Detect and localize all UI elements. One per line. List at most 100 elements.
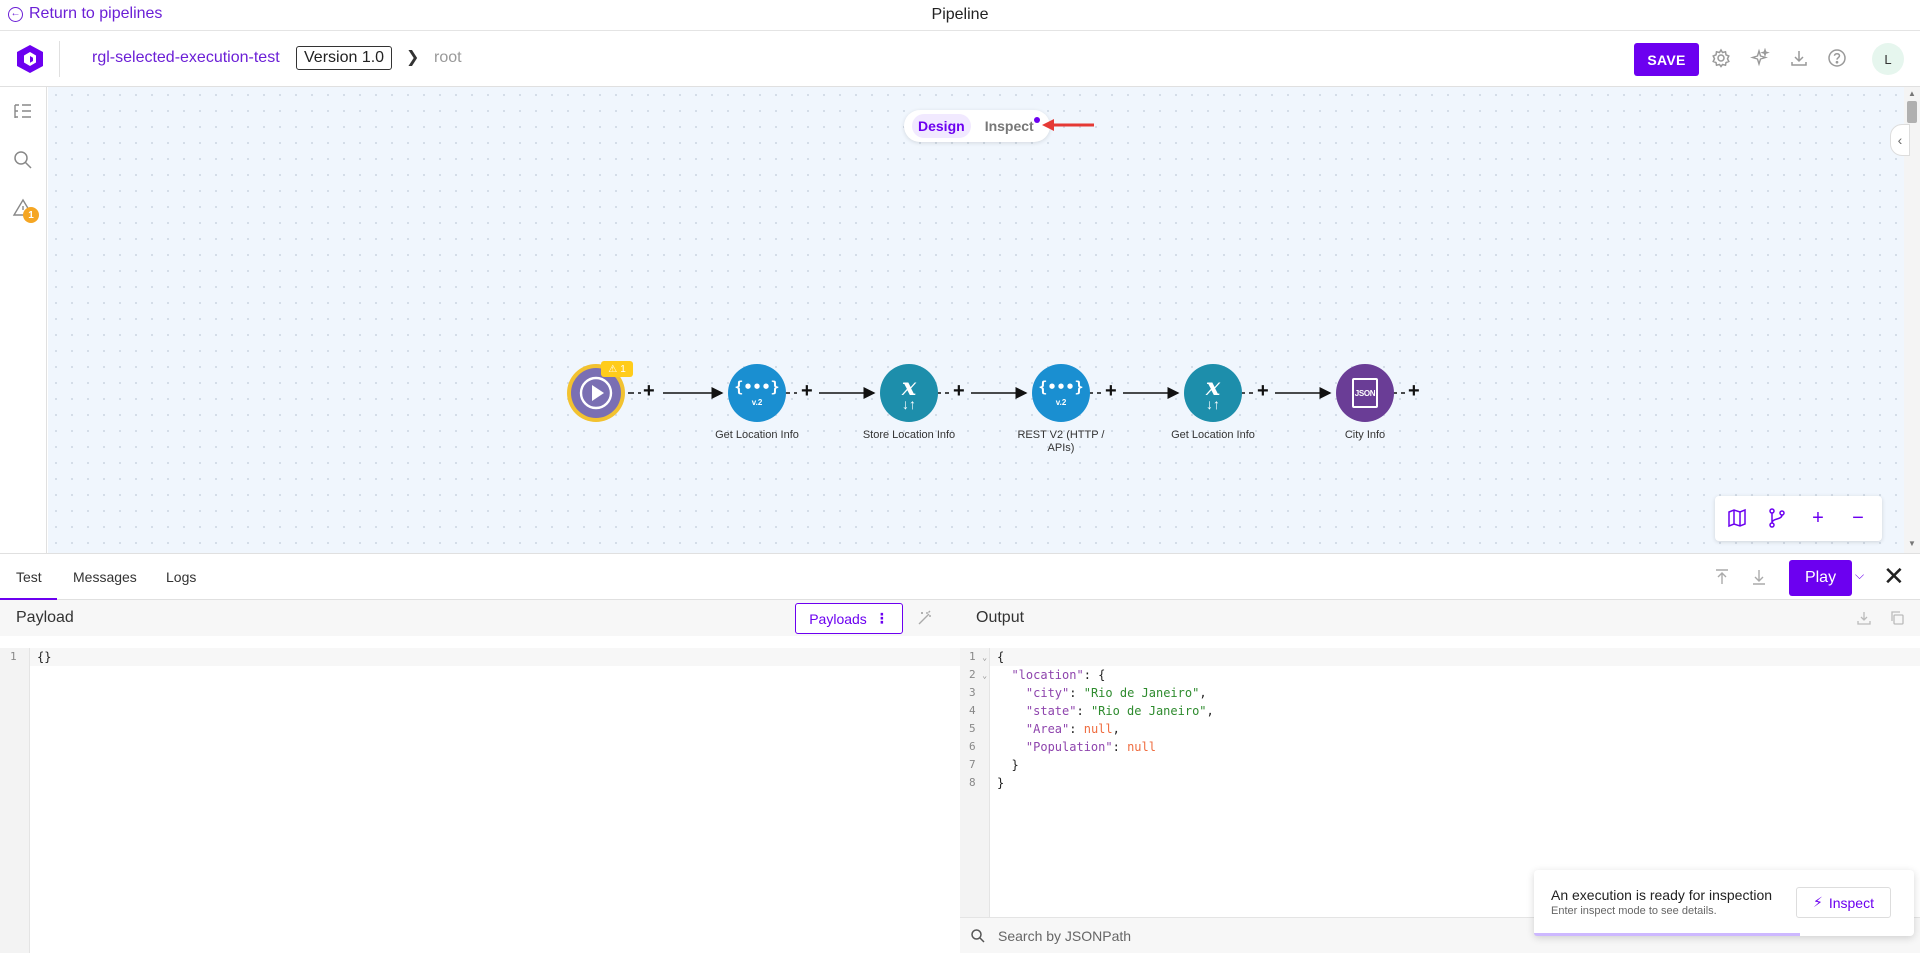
save-button[interactable]: SAVE <box>1634 43 1699 76</box>
inspect-button[interactable]: ⚡ Inspect <box>1796 887 1891 918</box>
line-number: 3 <box>969 686 976 699</box>
pipeline-name[interactable]: rgl-selected-execution-test <box>92 49 280 66</box>
step-node-get-location-info[interactable]: {•••} v.2 <box>728 364 786 422</box>
add-step-button[interactable]: + <box>1257 380 1269 402</box>
toast-title: An execution is ready for inspection <box>1551 887 1773 903</box>
step-node-get-location-info-2[interactable]: x ↓↑ <box>1184 364 1242 422</box>
zoom-in-icon[interactable]: + <box>1812 506 1824 529</box>
copy-icon[interactable] <box>1889 610 1905 626</box>
scrollbar-thumb[interactable] <box>1907 101 1917 123</box>
node-label: Get Location Info <box>715 429 799 441</box>
payloads-label: Payloads <box>809 610 867 627</box>
output-title: Output <box>976 609 1025 626</box>
tree-list-icon[interactable] <box>12 101 34 123</box>
help-icon[interactable] <box>1827 48 1847 68</box>
header-divider <box>59 41 60 77</box>
toast-progress-bar <box>1534 933 1800 936</box>
app-logo-icon[interactable] <box>16 44 44 74</box>
add-step-button[interactable]: + <box>1408 380 1420 402</box>
scroll-down-icon[interactable]: ▼ <box>1908 539 1916 548</box>
tab-test[interactable]: Test <box>16 569 42 585</box>
code-line: "state": "Rio de Janeiro", <box>1025 704 1214 718</box>
line-number: 6 <box>969 740 976 753</box>
chevron-left-icon[interactable]: ‹ <box>1890 124 1910 156</box>
lightning-icon: ⚡ <box>1813 894 1823 910</box>
play-button[interactable]: Play <box>1789 560 1852 596</box>
trigger-warning-badge: ⚠ 1 <box>601 361 633 377</box>
add-step-button[interactable]: + <box>953 380 965 402</box>
close-icon[interactable]: ✕ <box>1883 561 1905 591</box>
inspect-mode-tab[interactable]: Inspect <box>979 114 1040 138</box>
add-step-button[interactable]: + <box>643 380 655 402</box>
payload-code: {} <box>37 650 52 664</box>
inspection-toast: An execution is ready for inspection Ent… <box>1534 870 1914 936</box>
branch-icon[interactable] <box>1766 507 1788 529</box>
breadcrumb-root[interactable]: root <box>434 49 462 66</box>
output-gutter: 1 ⌄ 2 ⌄ 3 4 5 6 7 8 <box>960 648 990 917</box>
pipeline-canvas[interactable] <box>48 87 1904 553</box>
node-label: Get Location Info <box>1171 429 1255 441</box>
variable-icon: x ↓↑ <box>1205 372 1221 412</box>
variable-icon: x ↓↑ <box>901 372 917 412</box>
trigger-warning-count: 1 <box>620 363 626 375</box>
step-node-store-location-info[interactable]: x ↓↑ <box>880 364 938 422</box>
code-line: { <box>997 650 1005 664</box>
canvas-scrollbar[interactable]: ▲ ▼ <box>1904 87 1920 553</box>
payload-editor[interactable]: 1 {} <box>0 648 960 953</box>
magic-wand-icon[interactable] <box>916 609 934 627</box>
map-icon[interactable] <box>1726 507 1748 529</box>
add-step-button[interactable]: + <box>801 380 813 402</box>
tab-messages[interactable]: Messages <box>73 569 137 585</box>
avatar[interactable]: L <box>1872 43 1904 75</box>
jsonpath-search-input[interactable]: Search by JSONPath <box>998 928 1132 944</box>
json-file-icon: JSON <box>1352 378 1378 408</box>
tab-logs[interactable]: Logs <box>166 569 197 585</box>
line-number: 8 <box>969 776 976 789</box>
trigger-node[interactable] <box>567 364 625 422</box>
payload-header: Payload Payloads ⋮ <box>0 600 960 636</box>
gear-icon[interactable] <box>1711 48 1731 68</box>
code-line: } <box>997 758 1019 772</box>
active-line-highlight <box>990 648 1920 666</box>
inspect-button-label: Inspect <box>1828 894 1874 911</box>
inspect-mode-label: Inspect <box>984 118 1034 134</box>
warning-count-badge: 1 <box>23 207 39 223</box>
payloads-button[interactable]: Payloads ⋮ <box>795 603 903 634</box>
download-icon[interactable] <box>1789 48 1809 68</box>
line-number: 1 <box>10 650 17 663</box>
return-label: Return to pipelines <box>29 5 163 22</box>
design-mode-tab[interactable]: Design <box>912 114 971 138</box>
step-node-city-info[interactable]: JSON <box>1336 364 1394 422</box>
active-tab-indicator <box>0 598 57 601</box>
download-icon[interactable] <box>1856 610 1872 626</box>
code-line: "Population": null <box>1025 740 1156 754</box>
zoom-out-icon[interactable]: − <box>1852 506 1864 529</box>
page-title: Pipeline <box>931 6 989 23</box>
sparkle-icon[interactable] <box>1750 48 1770 68</box>
search-icon <box>971 929 985 943</box>
chevron-down-icon[interactable]: ⌵ <box>1855 568 1865 582</box>
play-circle-icon <box>579 376 613 410</box>
add-step-button[interactable]: + <box>1105 380 1117 402</box>
search-icon[interactable] <box>12 149 34 171</box>
json-v2-icon: {•••} v.2 <box>1038 377 1084 407</box>
move-to-bottom-icon[interactable] <box>1750 568 1768 586</box>
output-code: { "location": { "city": "Rio de Janeiro"… <box>997 648 1214 792</box>
return-to-pipelines-link[interactable]: ← Return to pipelines <box>8 5 162 23</box>
inspect-indicator-dot <box>1033 117 1040 123</box>
version-selector[interactable]: Version 1.0 <box>296 46 393 70</box>
mode-toggle: Design Inspect <box>904 110 1050 142</box>
move-to-top-icon[interactable] <box>1713 568 1731 586</box>
back-arrow-icon: ← <box>8 6 23 22</box>
step-node-rest-v2[interactable]: {•••} v.2 <box>1032 364 1090 422</box>
output-editor[interactable]: 1 ⌄ 2 ⌄ 3 4 5 6 7 8 { "location": { "cit… <box>960 648 1920 917</box>
scroll-up-icon[interactable]: ▲ <box>1908 89 1916 98</box>
payload-gutter: 1 <box>0 648 30 953</box>
line-number: 2 ⌄ <box>969 668 988 681</box>
bottom-panel-tabs: Test Messages Logs Play ⌵ ✕ <box>0 553 1920 601</box>
line-number: 4 <box>969 704 976 717</box>
code-line: } <box>997 776 1005 790</box>
code-line: "city": "Rio de Janeiro", <box>1025 686 1207 700</box>
toast-subtitle: Enter inspect mode to see details. <box>1551 905 1717 917</box>
top-bar: ← Return to pipelines Pipeline <box>0 0 1920 31</box>
